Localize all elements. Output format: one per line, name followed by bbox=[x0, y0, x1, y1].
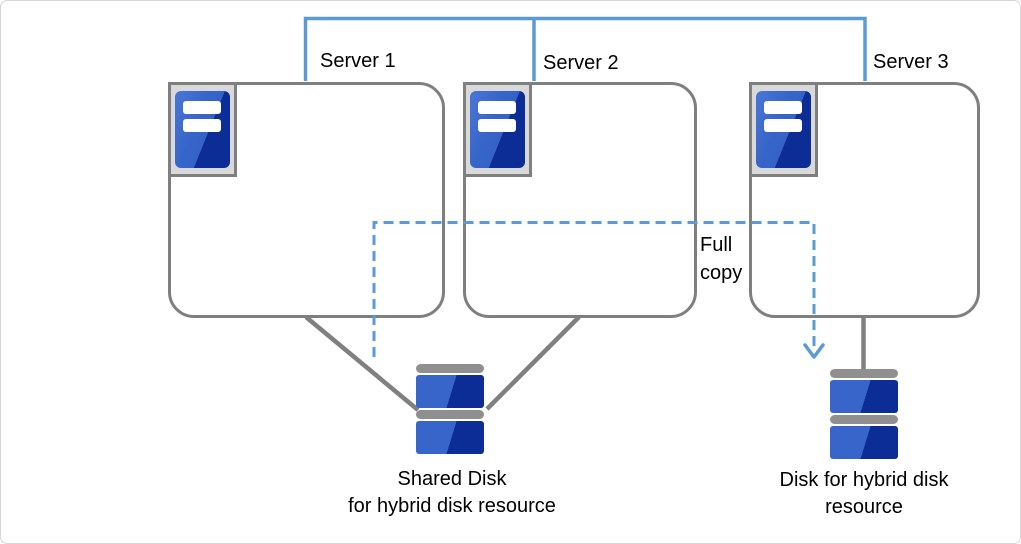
server-icon-slot bbox=[478, 119, 516, 132]
hybrid-disk-label-line1: Disk for hybrid disk bbox=[779, 469, 949, 491]
server-icon-slot bbox=[183, 119, 221, 132]
server-icon-slot bbox=[183, 101, 221, 114]
shared-disk-label-line1: Shared Disk bbox=[397, 468, 507, 490]
server-icon-panel bbox=[175, 91, 230, 168]
full-copy-label: Full copy bbox=[700, 231, 742, 287]
server-icon bbox=[168, 82, 237, 177]
shared-disk-label-line2: for hybrid disk resource bbox=[348, 495, 556, 517]
server-1-label: Server 1 bbox=[320, 50, 396, 72]
shared-disk-icon bbox=[416, 364, 484, 454]
server-icon bbox=[749, 82, 818, 177]
server-icon-slot bbox=[478, 101, 516, 114]
disk-cap bbox=[830, 369, 898, 378]
server-icon-panel bbox=[756, 91, 811, 168]
server-icon bbox=[463, 82, 532, 177]
hybrid-disk-label: Disk for hybrid disk resource bbox=[734, 467, 994, 521]
server-icon-panel bbox=[470, 91, 525, 168]
disk-platter bbox=[830, 426, 898, 459]
disk-connection-lines bbox=[304, 315, 866, 412]
server-icon-slot bbox=[764, 101, 802, 114]
server-3-label: Server 3 bbox=[873, 51, 949, 73]
server-2-label: Server 2 bbox=[543, 52, 619, 74]
hybrid-disk-icon bbox=[830, 369, 898, 459]
shared-disk-label: Shared Disk for hybrid disk resource bbox=[322, 466, 582, 520]
disk-cap bbox=[416, 410, 484, 419]
disk-platter bbox=[416, 375, 484, 408]
server-icon-slot bbox=[764, 119, 802, 132]
full-copy-label-line1: Full bbox=[700, 234, 733, 256]
hybrid-disk-label-line2: resource bbox=[825, 496, 903, 518]
disk-platter bbox=[830, 380, 898, 413]
disk-cap bbox=[416, 364, 484, 373]
disk-cap bbox=[830, 415, 898, 424]
disk-platter bbox=[416, 421, 484, 454]
full-copy-arrow-head-icon bbox=[803, 343, 825, 359]
full-copy-label-line2: copy bbox=[700, 262, 743, 284]
